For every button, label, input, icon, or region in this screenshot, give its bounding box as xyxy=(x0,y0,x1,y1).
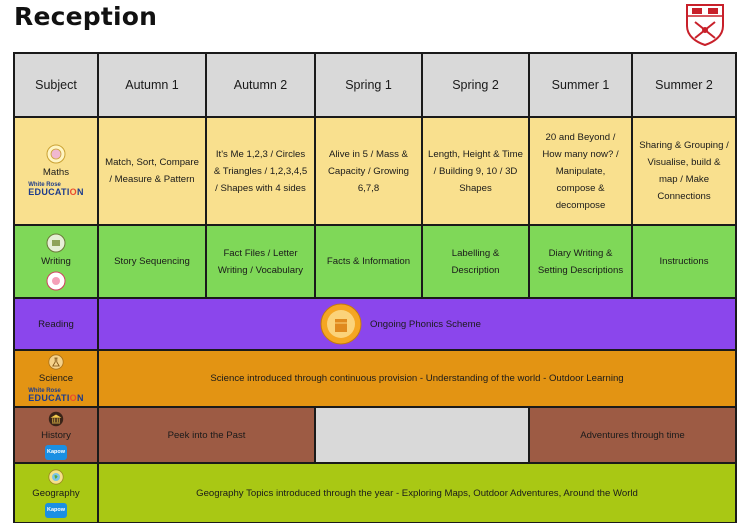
header-summer-1: Summer 1 xyxy=(528,52,633,118)
history-summer: Adventures through time xyxy=(528,406,737,464)
geography-row: Geography Kapow Geography Topics introdu… xyxy=(13,462,737,523)
page-title: Reception xyxy=(14,2,158,31)
museum-icon xyxy=(48,411,64,426)
science-cell: Science introduced through continuous pr… xyxy=(97,349,737,408)
maths-row: Maths White Rose EDUCATION Match, Sort, … xyxy=(13,116,737,226)
maths-label: Maths xyxy=(42,167,70,178)
writing-summer-1: Diary Writing & Setting Descriptions xyxy=(528,224,633,299)
maths-autumn-1: Match, Sort, Compare / Measure & Pattern xyxy=(97,116,207,226)
kapow-logo: Kapow xyxy=(45,502,67,518)
white-rose-education-logo: White Rose EDUCATION xyxy=(28,182,84,197)
header-subject: Subject xyxy=(13,52,99,118)
reading-row: Reading Ongoing Phonics Scheme xyxy=(13,297,737,351)
maths-summer-1: 20 and Beyond / How many now? / Manipula… xyxy=(528,116,633,226)
writing-subject-cell: Writing xyxy=(13,224,99,299)
geography-label: Geography xyxy=(32,487,80,499)
writing-autumn-1: Story Sequencing xyxy=(97,224,207,299)
history-spring-empty xyxy=(314,406,530,464)
curriculum-table: Subject Autumn 1 Autumn 2 Spring 1 Sprin… xyxy=(13,52,737,523)
reading-cell: Ongoing Phonics Scheme xyxy=(97,297,737,351)
header-autumn-2: Autumn 2 xyxy=(205,52,316,118)
kapow-logo: Kapow xyxy=(45,444,67,460)
maths-badge-icon xyxy=(46,144,66,164)
header-autumn-1: Autumn 1 xyxy=(97,52,207,118)
reading-label: Reading xyxy=(13,297,99,351)
writing-badge-secondary-icon xyxy=(46,271,66,290)
history-autumn: Peek into the Past xyxy=(97,406,316,464)
maths-autumn-2: It's Me 1,2,3 / Circles & Triangles / 1,… xyxy=(205,116,316,226)
school-crest-logo xyxy=(686,4,724,46)
sounds-write-logo xyxy=(320,303,362,345)
history-label: History xyxy=(41,429,71,441)
maths-spring-2: Length, Height & Time / Building 9, 10 /… xyxy=(421,116,530,226)
writing-spring-2: Labelling & Description xyxy=(421,224,530,299)
history-row: History Kapow Peek into the Past Adventu… xyxy=(13,406,737,464)
writing-spring-1: Facts & Information xyxy=(314,224,423,299)
writing-autumn-2: Fact Files / Letter Writing / Vocabulary xyxy=(205,224,316,299)
writing-row: Writing Story Sequencing Fact Files / Le… xyxy=(13,224,737,299)
white-rose-education-logo: White Rose EDUCATION xyxy=(28,387,84,403)
header-summer-2: Summer 2 xyxy=(631,52,737,118)
history-subject-cell: History Kapow xyxy=(13,406,99,464)
header-spring-2: Spring 2 xyxy=(421,52,530,118)
geography-subject-cell: Geography Kapow xyxy=(13,462,99,523)
maths-spring-1: Alive in 5 / Mass & Capacity / Growing 6… xyxy=(314,116,423,226)
writing-summer-2: Instructions xyxy=(631,224,737,299)
reading-scheme-text: Ongoing Phonics Scheme xyxy=(370,318,481,330)
science-row: Science White Rose EDUCATION Science int… xyxy=(13,349,737,408)
science-badge-icon xyxy=(48,353,64,370)
science-label: Science xyxy=(38,372,74,384)
writing-badge-icon xyxy=(46,233,66,252)
header-spring-1: Spring 1 xyxy=(314,52,423,118)
maths-subject-cell: Maths White Rose EDUCATION xyxy=(13,116,99,226)
writing-label: Writing xyxy=(41,255,71,267)
geography-badge-icon xyxy=(48,468,64,485)
science-subject-cell: Science White Rose EDUCATION xyxy=(13,349,99,408)
geography-cell: Geography Topics introduced through the … xyxy=(97,462,737,523)
header-row: Subject Autumn 1 Autumn 2 Spring 1 Sprin… xyxy=(13,52,737,118)
maths-summer-2: Sharing & Grouping / Visualise, build & … xyxy=(631,116,737,226)
